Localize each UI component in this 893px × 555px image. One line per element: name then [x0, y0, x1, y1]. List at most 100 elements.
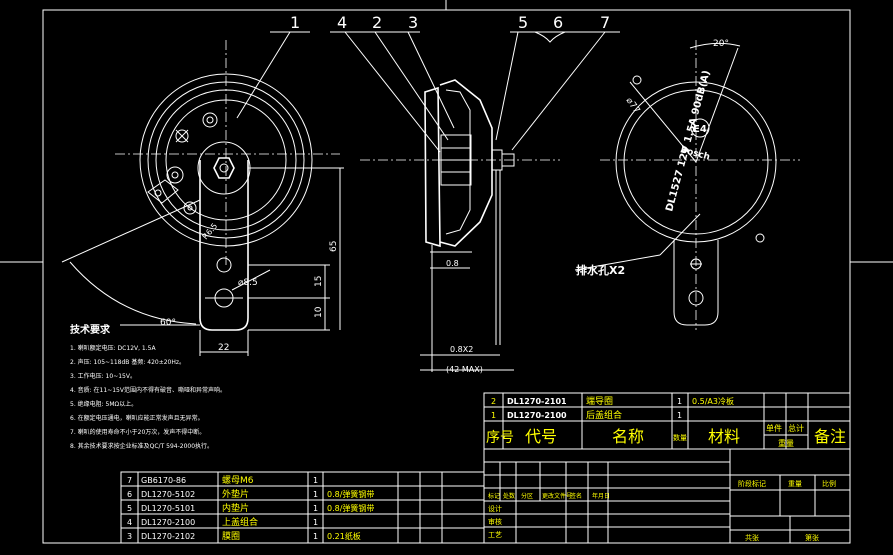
lower-row4-qty: 1	[313, 518, 318, 527]
dim-65: 65	[329, 241, 339, 252]
lower-row3-code: DL1270-2102	[141, 532, 195, 541]
upper-row2-qty: 1	[677, 411, 682, 420]
back-cover	[439, 79, 493, 247]
upper-row2-no: 1	[491, 411, 496, 420]
terminal-lower	[166, 166, 184, 184]
e-mark-logo: E4	[693, 124, 707, 135]
lower-row3-material: 0.21纸板	[327, 531, 361, 541]
lower-row7-no: 7	[127, 476, 132, 485]
lower-row6-no: 6	[127, 490, 132, 499]
tech-req-line-6: 6. 在额定电压通电，喇叭应能正常发声且无异常。	[70, 414, 204, 422]
drain-label: 排水孔X2	[576, 263, 625, 277]
lower-row7-name: 螺母M6	[222, 475, 254, 486]
header-material: 材料	[708, 427, 740, 446]
title-block: 标记 处数 分区 更改文件号 签名 年月日 设计 审核 工艺 阶段标记 重量 比…	[483, 448, 851, 544]
header-remark: 备注	[814, 427, 846, 446]
rev-mark: 标记	[488, 492, 500, 500]
housing-outer-circle	[139, 73, 313, 247]
balloon-1: 1	[290, 13, 300, 32]
dim-60deg: 60°	[160, 318, 176, 328]
dim-d77: ⌀77	[624, 96, 642, 116]
upper-row1-no: 2	[491, 397, 496, 406]
lower-row7-code: GB6170-86	[141, 476, 186, 485]
role-process: 工艺	[488, 531, 502, 539]
dim-22: 22	[218, 343, 229, 353]
lower-row5-material: 0.8/弹簧钢带	[327, 503, 374, 513]
lower-row4-name: 上盖组合	[222, 516, 258, 528]
drain-leader	[574, 254, 661, 271]
lower-row5-name: 内垫片	[222, 502, 249, 514]
header-total: 总计	[788, 423, 804, 433]
lower-row6-code: DL1270-5102	[141, 490, 195, 499]
tech-req-line-8: 8. 其余技术要求按企业标准及QC/T 594-2000执行。	[70, 442, 213, 450]
upper-row1-code: DL1270-2101	[507, 397, 567, 406]
lower-row5-code: DL1270-5101	[141, 504, 195, 513]
lower-row5-no: 5	[127, 504, 132, 513]
leader-5	[495, 31, 519, 141]
stage-scale: 比例	[822, 479, 836, 488]
balloon-7: 7	[600, 13, 610, 32]
dim-r65: R6.5	[201, 221, 220, 241]
tech-req-line-2: 2. 声压: 105~118dB 基频: 420±20Hz。	[70, 358, 185, 366]
lower-row4-code: DL1270-2100	[141, 518, 195, 527]
mounting-bracket	[199, 160, 249, 331]
balloon-3: 3	[408, 13, 418, 32]
stage-weight: 重量	[788, 480, 802, 488]
dim-20deg: 20°	[713, 39, 729, 49]
tech-req-line-4: 4. 音质: 在11~15V范围内不得有破音、嘶哑和异常声响。	[70, 386, 226, 394]
lower-parts-table: 7 GB6170-86 螺母M6 1 6 DL1270-5102 外垫片 1 0…	[120, 471, 485, 544]
angle-arc-60	[69, 261, 197, 325]
angle-arc-20	[689, 42, 741, 49]
leader-7	[511, 31, 606, 151]
lower-row3-name: 膜圈	[222, 531, 240, 542]
rev-sign: 签名	[570, 492, 582, 500]
e-mark-circle	[690, 118, 710, 138]
balloon-2: 2	[372, 13, 382, 32]
lower-row6-name: 外垫片	[222, 488, 249, 500]
upper-row1-name: 端导圈	[586, 395, 613, 407]
technical-requirements: 技术要求 1. 喇叭额定电压: DC12V, 1.5A 2. 声压: 105~1…	[70, 323, 226, 450]
rev-count: 处数	[503, 492, 515, 500]
rear-bracket-hole	[688, 290, 704, 306]
upper-row1-qty: 1	[677, 397, 682, 406]
tech-req-line-1: 1. 喇叭额定电压: DC12V, 1.5A	[70, 344, 156, 352]
hex-nut	[213, 157, 235, 179]
rev-doc: 更改文件号	[542, 492, 572, 500]
leader-4	[344, 31, 441, 153]
tech-req-line-5: 5. 绝缘电阻: 5MΩ以上。	[70, 400, 137, 408]
lower-row3-qty: 1	[313, 532, 318, 541]
upper-row2-name: 后盖组合	[586, 409, 622, 421]
leader-2	[374, 31, 449, 141]
balloon-6: 6	[553, 13, 563, 32]
header-unit: 单件	[766, 423, 782, 433]
upper-row1-material: 0.5/A3冷板	[692, 396, 734, 406]
lower-row6-material: 0.8/弹簧钢带	[327, 489, 374, 499]
balloon-5: 5	[518, 13, 528, 32]
terminal-upper	[202, 112, 218, 128]
header-name: 名称	[612, 427, 644, 446]
dim-08: 0.8	[446, 259, 459, 268]
sheet-total: 共张	[745, 533, 759, 542]
dim-15: 15	[314, 276, 324, 287]
upper-parts-table: 2 DL1270-2101 端导圈 1 0.5/A3冷板 1 DL1270-21…	[483, 392, 851, 450]
front-view: 60° 65 15 10 22 ⌀8.5 R6.5	[61, 31, 344, 356]
lower-row4-no: 4	[127, 518, 132, 527]
lower-row7-qty: 1	[313, 476, 318, 485]
lower-row6-qty: 1	[313, 490, 318, 499]
rev-zone: 分区	[521, 492, 533, 500]
dim-42max: (42 MAX)	[446, 365, 483, 374]
header-code: 代号	[525, 427, 557, 446]
tech-req-title: 技术要求	[70, 323, 111, 336]
header-no: 序号	[486, 430, 514, 446]
rear-view: 20° ⌀77 E4 Bosch DL1527 12V 1.5A 90dB(A)…	[574, 39, 800, 330]
header-qty: 数量	[673, 433, 687, 442]
dim-08x2: 0.8X2	[450, 345, 473, 354]
tech-req-line-3: 3. 工作电压: 10~15V。	[70, 372, 136, 380]
leader-3	[407, 31, 455, 129]
diaphragm-profile	[424, 86, 441, 248]
leader-1	[236, 31, 291, 119]
rear-outer-circle	[615, 81, 777, 243]
drain-hole	[755, 233, 765, 243]
